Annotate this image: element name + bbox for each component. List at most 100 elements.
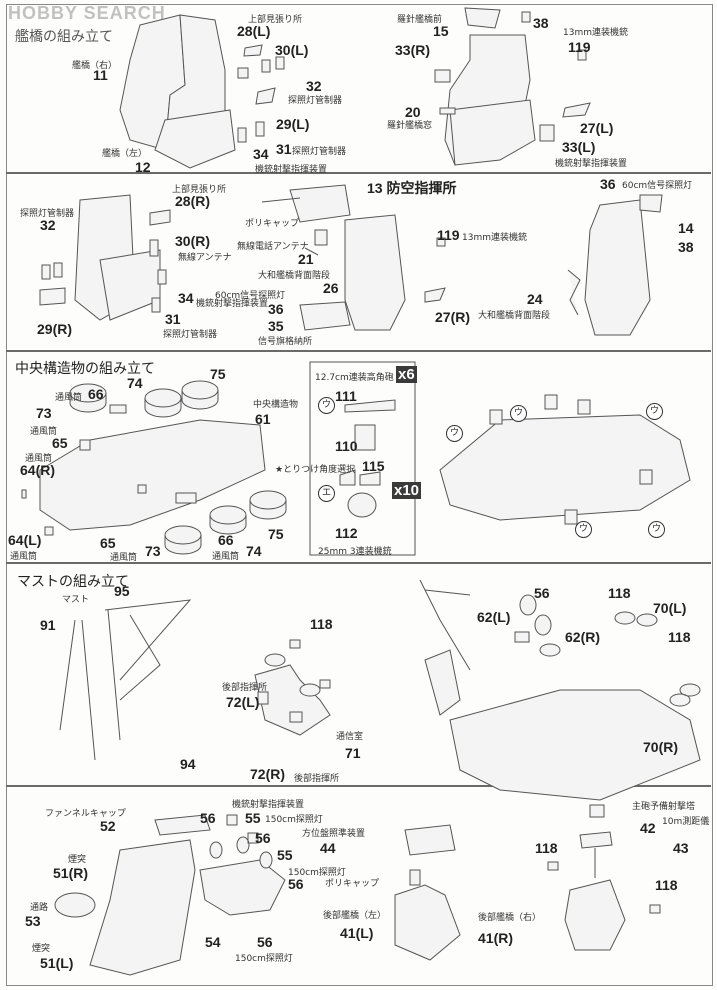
part-number: 95 bbox=[114, 583, 130, 599]
part-label: 無線電話アンテナ bbox=[237, 242, 309, 252]
part-number: 54 bbox=[205, 934, 221, 950]
assembly-mark-u: ウ bbox=[575, 521, 592, 538]
part-number: 29(R) bbox=[37, 321, 73, 337]
part-number: 52 bbox=[100, 818, 116, 834]
part-number: 28(L) bbox=[237, 23, 271, 39]
part-label: 探照灯管制器 bbox=[288, 96, 343, 106]
hobby-search-watermark: HOBBY SEARCH bbox=[8, 3, 166, 23]
part-number: 118 bbox=[310, 616, 333, 632]
assembly-mark-u: ウ bbox=[646, 403, 663, 420]
quantity-x10-badge: x10 bbox=[392, 482, 422, 499]
part-number: 33(R) bbox=[395, 42, 431, 58]
part-number: 61 bbox=[255, 411, 271, 427]
part-label: 方位盤照準装置 bbox=[302, 829, 366, 839]
part-number: 115 bbox=[362, 458, 385, 474]
part-number: 51(L) bbox=[40, 955, 74, 971]
part-label: 艦橋（左） bbox=[102, 149, 148, 159]
part-number: 73 bbox=[145, 543, 161, 559]
part-label: マスト bbox=[62, 595, 90, 605]
part-number: 13 防空指揮所 bbox=[367, 180, 457, 196]
quantity-x6-badge: x6 bbox=[396, 366, 417, 383]
part-number: 31 bbox=[276, 141, 292, 157]
part-label: 60cm信号探照灯 bbox=[622, 181, 693, 191]
part-number: 36 bbox=[268, 301, 284, 317]
part-number: 119 bbox=[568, 39, 591, 55]
part-number: 64(L) bbox=[8, 532, 42, 548]
part-label: 13mm連装機銃 bbox=[563, 28, 628, 38]
part-number: 74 bbox=[127, 375, 143, 391]
part-number: 41(R) bbox=[478, 930, 514, 946]
section-title-mast: マストの組み立て bbox=[17, 574, 129, 590]
part-number: 51(R) bbox=[53, 865, 89, 881]
part-number: 56 bbox=[200, 810, 216, 826]
part-number: 75 bbox=[210, 366, 226, 382]
part-number: 111 bbox=[335, 388, 357, 404]
part-number: 44 bbox=[320, 840, 336, 856]
section-title-bridge: 艦橋の組み立て bbox=[15, 29, 113, 45]
part-number: 94 bbox=[180, 756, 196, 772]
part-number: 29(L) bbox=[276, 116, 310, 132]
part-number: 14 bbox=[678, 220, 694, 236]
part-number: 41(L) bbox=[340, 925, 374, 941]
part-number: 38 bbox=[678, 239, 694, 255]
part-number: 56 bbox=[257, 934, 273, 950]
part-number: 36 bbox=[600, 176, 616, 192]
part-number: 31 bbox=[165, 311, 181, 327]
part-number: 21 bbox=[298, 251, 314, 267]
part-number: 30(L) bbox=[275, 42, 309, 58]
part-label: 探照灯管制器 bbox=[292, 147, 347, 157]
part-label: 上部見張り所 bbox=[172, 185, 227, 195]
part-number: 42 bbox=[640, 820, 656, 836]
section-divider bbox=[6, 562, 711, 564]
part-number: 32 bbox=[306, 78, 322, 94]
part-label: ファンネルキャップ bbox=[45, 809, 126, 819]
part-label: 25mm 3連装機銃 bbox=[318, 547, 392, 557]
part-label: 羅針艦橋窓 bbox=[387, 121, 433, 131]
part-label: 通風筒 bbox=[30, 427, 58, 437]
part-number: 118 bbox=[668, 629, 691, 645]
part-label: 通路 bbox=[30, 903, 49, 913]
part-number: 62(L) bbox=[477, 609, 511, 625]
part-number: 56 bbox=[288, 876, 304, 892]
part-label: ★とりつけ角度選択 bbox=[275, 465, 356, 475]
part-label: 中央構造物 bbox=[253, 400, 299, 410]
part-number: 110 bbox=[335, 438, 358, 454]
assembly-mark-e: エ bbox=[318, 485, 335, 502]
gun-box-title: 12.7cm連装高角砲 bbox=[315, 373, 394, 383]
part-label: 探照灯管制器 bbox=[20, 209, 75, 219]
section-divider bbox=[6, 785, 711, 787]
part-label: 機銃射撃指揮装置 bbox=[232, 800, 305, 810]
part-label: 150cm探照灯 bbox=[288, 868, 346, 878]
part-label: 機銃射撃指揮装置 bbox=[555, 159, 628, 169]
part-label: 上部見張り所 bbox=[248, 15, 303, 25]
part-number: 91 bbox=[40, 617, 56, 633]
part-label: 信号旗格納所 bbox=[258, 337, 313, 347]
part-label: 機銃射撃指揮装置 bbox=[255, 165, 328, 175]
assembly-mark-u: ウ bbox=[446, 425, 463, 442]
part-number: 34 bbox=[178, 290, 194, 306]
part-number: 11 bbox=[93, 67, 108, 83]
part-number: 112 bbox=[335, 525, 358, 541]
part-label: 探照灯管制器 bbox=[163, 330, 218, 340]
part-label: 煙突 bbox=[32, 944, 51, 954]
part-number: 27(R) bbox=[435, 309, 471, 325]
part-label: ポリキャップ bbox=[325, 879, 380, 889]
part-number: 75 bbox=[268, 526, 284, 542]
part-number: 65 bbox=[100, 535, 116, 551]
part-number: 70(L) bbox=[653, 600, 687, 616]
part-number: 73 bbox=[36, 405, 52, 421]
part-label: 通風筒 bbox=[110, 553, 138, 563]
part-label: 煙突 bbox=[68, 855, 87, 865]
part-number: 55 bbox=[277, 847, 293, 863]
part-label: 無線アンテナ bbox=[178, 253, 232, 263]
part-label: 通信室 bbox=[336, 732, 364, 742]
part-label: 後部指揮所 bbox=[294, 774, 340, 784]
part-number: 28(R) bbox=[175, 193, 211, 209]
part-label: 10m測距儀 bbox=[662, 817, 710, 827]
part-label: 大和艦橋背面階段 bbox=[258, 271, 331, 281]
part-number: 38 bbox=[533, 15, 549, 31]
part-number: 62(R) bbox=[565, 629, 601, 645]
part-label: 通風筒 bbox=[10, 552, 38, 562]
part-label: 通風筒 bbox=[55, 393, 83, 403]
